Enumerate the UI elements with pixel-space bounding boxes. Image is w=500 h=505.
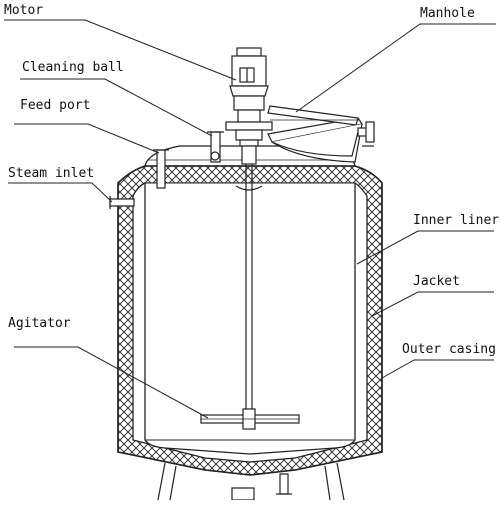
- support-legs: [157, 462, 345, 501]
- manhole-assembly: [267, 105, 375, 163]
- motor-assembly: [225, 47, 273, 147]
- label-motor: Motor: [4, 3, 44, 18]
- leader-manhole: [295, 23, 496, 113]
- leader-motor: [4, 19, 237, 81]
- inner-vessel: [144, 183, 356, 455]
- agitator-blade: [200, 408, 300, 430]
- steam-inlet-pipe: [109, 196, 135, 209]
- label-feed-port: Feed port: [20, 98, 91, 113]
- label-cleaning-ball: Cleaning ball: [22, 60, 124, 75]
- feed-port-pipe: [153, 149, 169, 189]
- bottom-outlet: [231, 473, 292, 501]
- leader-jacket: [371, 291, 494, 317]
- leader-cleaning-ball: [20, 78, 213, 137]
- leader-inner-liner: [356, 230, 494, 265]
- label-agitator: Agitator: [8, 316, 71, 331]
- outer-casing-outline: [117, 165, 383, 476]
- leader-steam-inlet: [8, 182, 113, 203]
- label-inner-liner: Inner liner: [413, 213, 500, 228]
- label-steam-inlet: Steam inlet: [8, 166, 95, 181]
- label-manhole: Manhole: [420, 6, 475, 21]
- cleaning-ball-nozzle: [207, 131, 224, 163]
- label-outer-casing: Outer casing: [402, 342, 496, 357]
- agitator-shaft: [235, 145, 263, 428]
- leader-outer-casing: [381, 359, 494, 379]
- leader-feed-port: [14, 123, 160, 154]
- label-jacket: Jacket: [413, 274, 460, 289]
- leader-lines: [4, 19, 496, 419]
- leader-agitator: [14, 346, 209, 419]
